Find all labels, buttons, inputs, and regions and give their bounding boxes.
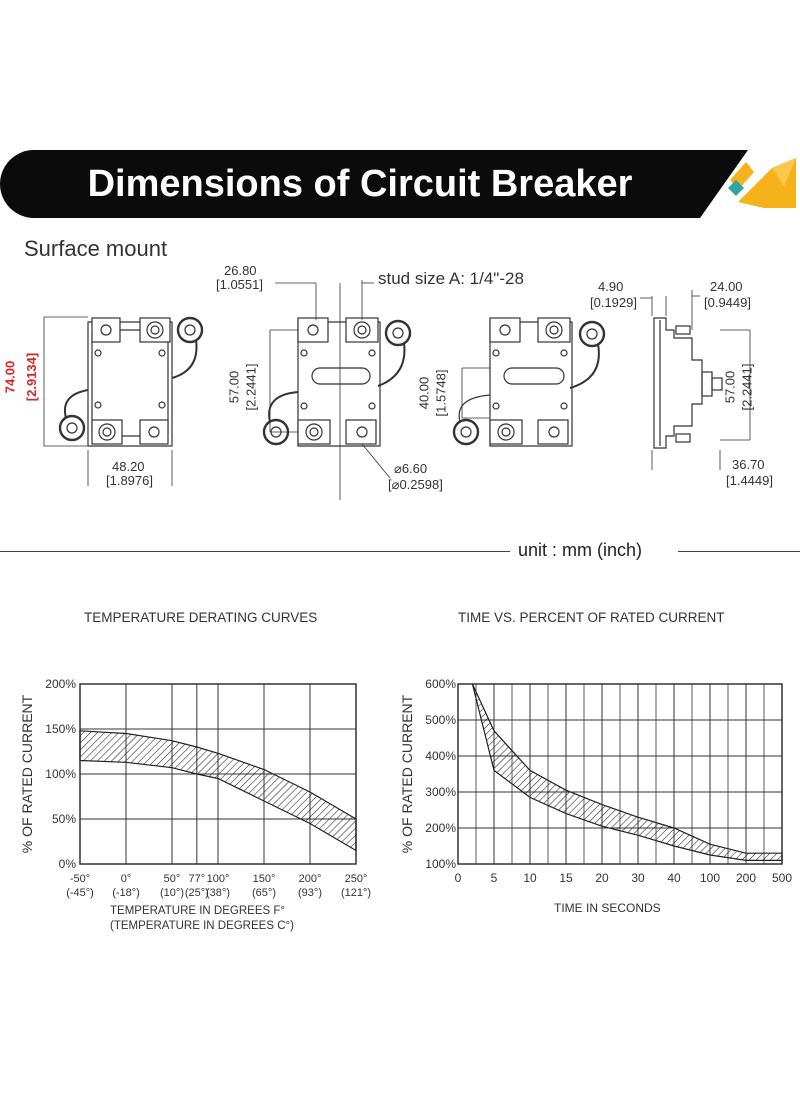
side-depth-in-label: [1.4449] bbox=[726, 473, 773, 488]
x-tick-label: 40 bbox=[667, 871, 681, 885]
width-mm-label: 48.20 bbox=[112, 459, 145, 474]
x-tick-label-c: (10°) bbox=[160, 887, 184, 899]
side-height-in-label: [2.2441] bbox=[739, 363, 755, 411]
side-height-mm-label: 57.00 bbox=[722, 370, 738, 404]
x-tick-label-f: 77° bbox=[189, 873, 206, 885]
x-tick-label-c: (-45°) bbox=[66, 887, 94, 899]
x-tick-label-f: 0° bbox=[121, 873, 132, 885]
y-tick-label: 100% bbox=[45, 767, 76, 781]
x-axis-label-2: (TEMPERATURE IN DEGREES C°) bbox=[110, 920, 294, 932]
x-axis-label: TEMPERATURE IN DEGREES F° bbox=[110, 905, 285, 917]
y-tick-label: 0% bbox=[59, 857, 77, 871]
height-in-label: [2.9134] bbox=[24, 352, 40, 402]
x-tick-label: 30 bbox=[631, 871, 645, 885]
x-tick-label-c: (65°) bbox=[252, 887, 276, 899]
y-axis-label: % OF RATED CURRENT bbox=[19, 694, 35, 853]
x-tick-label: 0 bbox=[455, 871, 462, 885]
stud-pitch-in-label: [1.0551] bbox=[216, 277, 263, 292]
hole-dia-mm-label: ⌀6.60 bbox=[394, 461, 428, 476]
side-thickness-in-label: [0.1929] bbox=[590, 295, 637, 310]
inner-height-mm-label: 40.00 bbox=[416, 376, 432, 410]
x-axis-label: TIME IN SECONDS bbox=[554, 901, 661, 915]
y-tick-label: 400% bbox=[425, 749, 456, 763]
breaker-view-front bbox=[262, 280, 412, 500]
plot-frame bbox=[79, 683, 357, 865]
y-tick-label: 300% bbox=[425, 785, 456, 799]
x-tick-label-c: (25°) bbox=[185, 887, 209, 899]
front-height-mm-label: 57.00 bbox=[226, 370, 242, 404]
title-banner: Dimensions of Circuit Breaker bbox=[0, 150, 748, 218]
x-tick-label-f: 50° bbox=[164, 873, 181, 885]
x-tick-label-f: 250° bbox=[345, 873, 368, 885]
unit-divider: unit : mm (inch) bbox=[0, 540, 800, 562]
breaker-view-top bbox=[43, 316, 204, 486]
divider-line-left bbox=[0, 551, 510, 552]
breaker-view-front-variant bbox=[452, 317, 606, 447]
side-width-in-label: [0.9449] bbox=[704, 295, 751, 310]
x-tick-label-f: -50° bbox=[70, 873, 90, 885]
x-tick-label-c: (38°) bbox=[206, 887, 230, 899]
breaker-view-side bbox=[640, 290, 751, 470]
stud-size-label: stud size A: 1/4"-28 bbox=[378, 269, 524, 288]
side-depth-mm-label: 36.70 bbox=[732, 457, 765, 472]
derating-band bbox=[79, 730, 357, 852]
x-tick-label-f: 200° bbox=[299, 873, 322, 885]
plot-frame bbox=[457, 683, 783, 865]
x-tick-label-c: (121°) bbox=[341, 887, 371, 899]
brand-logo-icon bbox=[728, 158, 796, 208]
x-tick-label: 100 bbox=[700, 871, 720, 885]
height-mm-label: 74.00 bbox=[2, 360, 18, 394]
y-tick-label: 200% bbox=[425, 821, 456, 835]
dimension-drawing bbox=[43, 280, 751, 500]
trip-time-band bbox=[471, 683, 783, 861]
x-tick-label-f: 100° bbox=[207, 873, 230, 885]
y-tick-label: 500% bbox=[425, 713, 456, 727]
section-heading: Surface mount bbox=[24, 236, 168, 261]
y-axis-label: % OF RATED CURRENT bbox=[399, 694, 415, 853]
x-tick-label-c: (-18°) bbox=[112, 887, 140, 899]
inner-height-in-label: [1.5748] bbox=[433, 369, 449, 417]
side-width-mm-label: 24.00 bbox=[710, 279, 743, 294]
divider-line-right bbox=[678, 551, 800, 552]
y-tick-label: 50% bbox=[52, 812, 76, 826]
page-title: Dimensions of Circuit Breaker bbox=[87, 163, 633, 205]
side-thickness-mm-label: 4.90 bbox=[598, 279, 624, 294]
x-tick-label: 500 bbox=[772, 871, 792, 885]
x-tick-label: 200 bbox=[736, 871, 756, 885]
x-tick-label: 15 bbox=[559, 871, 573, 885]
chart2-title: TIME VS. PERCENT OF RATED CURRENT bbox=[458, 610, 725, 625]
x-tick-label-f: 150° bbox=[253, 873, 276, 885]
front-height-in-label: [2.2441] bbox=[243, 363, 259, 411]
x-tick-label: 5 bbox=[491, 871, 498, 885]
y-tick-label: 200% bbox=[45, 677, 76, 691]
unit-label: unit : mm (inch) bbox=[518, 540, 643, 560]
chart-derating: 0% 50% 100% 150% 200% -50° (-45°) 0° (-18°) 50° (1… bbox=[19, 677, 371, 932]
y-tick-label: 100% bbox=[425, 857, 456, 871]
y-tick-label: 600% bbox=[425, 677, 456, 691]
x-tick-label: 20 bbox=[595, 871, 609, 885]
banner-background bbox=[0, 150, 748, 218]
chart-time-current: 100% 200% 300% 400% 500% 600% 0 5 10 15 20 30 40 100 2… bbox=[399, 677, 792, 915]
width-in-label: [1.8976] bbox=[106, 473, 153, 488]
chart1-title: TEMPERATURE DERATING CURVES bbox=[84, 610, 318, 625]
x-tick-label-c: (93°) bbox=[298, 887, 322, 899]
x-tick-label: 10 bbox=[523, 871, 537, 885]
stud-pitch-mm-label: 26.80 bbox=[224, 263, 257, 278]
hole-dia-in-label: [⌀0.2598] bbox=[388, 477, 443, 492]
y-tick-label: 150% bbox=[45, 722, 76, 736]
